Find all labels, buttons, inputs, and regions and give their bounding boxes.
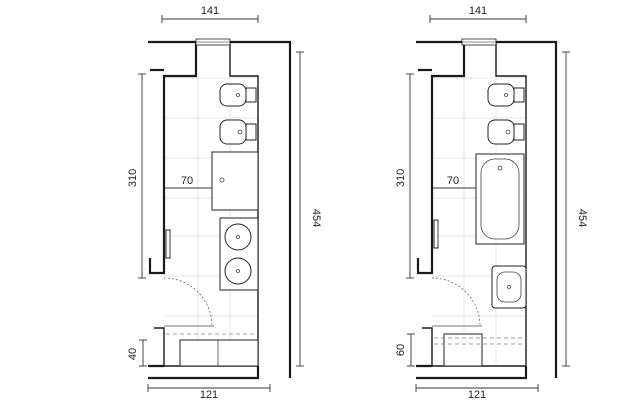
dimension-top: 141 bbox=[429, 5, 527, 23]
wall-left-outline bbox=[416, 40, 466, 275]
wall-bottom bbox=[148, 364, 260, 380]
door-swing-icon bbox=[431, 277, 482, 327]
door-swing-icon bbox=[163, 277, 214, 327]
dimension-fixture-depth: 70 bbox=[165, 175, 212, 189]
dimension-right: 454 bbox=[296, 51, 322, 367]
bidet-icon bbox=[219, 83, 257, 107]
dimension-fixture-depth: 70 bbox=[433, 175, 476, 189]
radiator-icon bbox=[433, 219, 439, 249]
window bbox=[461, 38, 497, 46]
dimension-left: 310 bbox=[127, 73, 146, 279]
dim-bottom-height: 40 bbox=[127, 348, 139, 360]
dimension-bottom: 121 bbox=[415, 384, 539, 400]
dim-right-height: 454 bbox=[576, 209, 588, 227]
wall-right-outline bbox=[230, 40, 292, 378]
toilet-icon bbox=[219, 119, 257, 145]
dimension-bottom-height: 40 bbox=[127, 339, 147, 367]
sink-icon bbox=[491, 265, 527, 309]
plan-right: 141 121 310 454 70 60 bbox=[395, 5, 588, 400]
dim-right-height: 454 bbox=[310, 209, 322, 227]
dim-left-height: 310 bbox=[127, 169, 139, 187]
wall-right-outline bbox=[496, 40, 558, 378]
dim-bottom-height: 60 bbox=[395, 344, 407, 356]
shower-tray-icon bbox=[434, 333, 526, 367]
bidet-icon bbox=[487, 83, 525, 107]
window bbox=[195, 38, 231, 46]
dim-left-height: 310 bbox=[395, 169, 407, 187]
sink-icon bbox=[219, 217, 259, 291]
dimension-left: 310 bbox=[395, 73, 414, 279]
bathtub-icon bbox=[166, 333, 259, 367]
wall-bottom bbox=[416, 364, 528, 380]
dimension-top: 141 bbox=[161, 5, 259, 23]
dimension-bottom-height: 60 bbox=[395, 333, 415, 367]
wall-left-outline bbox=[148, 40, 198, 275]
dim-fixture-depth: 70 bbox=[447, 175, 459, 187]
shower-tray-icon bbox=[211, 151, 259, 211]
dim-top-width: 141 bbox=[201, 5, 219, 17]
dimension-bottom: 121 bbox=[147, 384, 271, 400]
plan-left: 141 121 310 454 70 40 bbox=[127, 5, 322, 400]
radiator-icon bbox=[165, 229, 171, 259]
dimension-right: 454 bbox=[562, 51, 588, 367]
dim-bottom-width: 121 bbox=[200, 389, 218, 400]
dim-bottom-width: 121 bbox=[468, 389, 486, 400]
dim-fixture-depth: 70 bbox=[181, 175, 193, 187]
bathtub-icon bbox=[475, 153, 525, 245]
dim-top-width: 141 bbox=[469, 5, 487, 17]
toilet-icon bbox=[487, 119, 525, 145]
